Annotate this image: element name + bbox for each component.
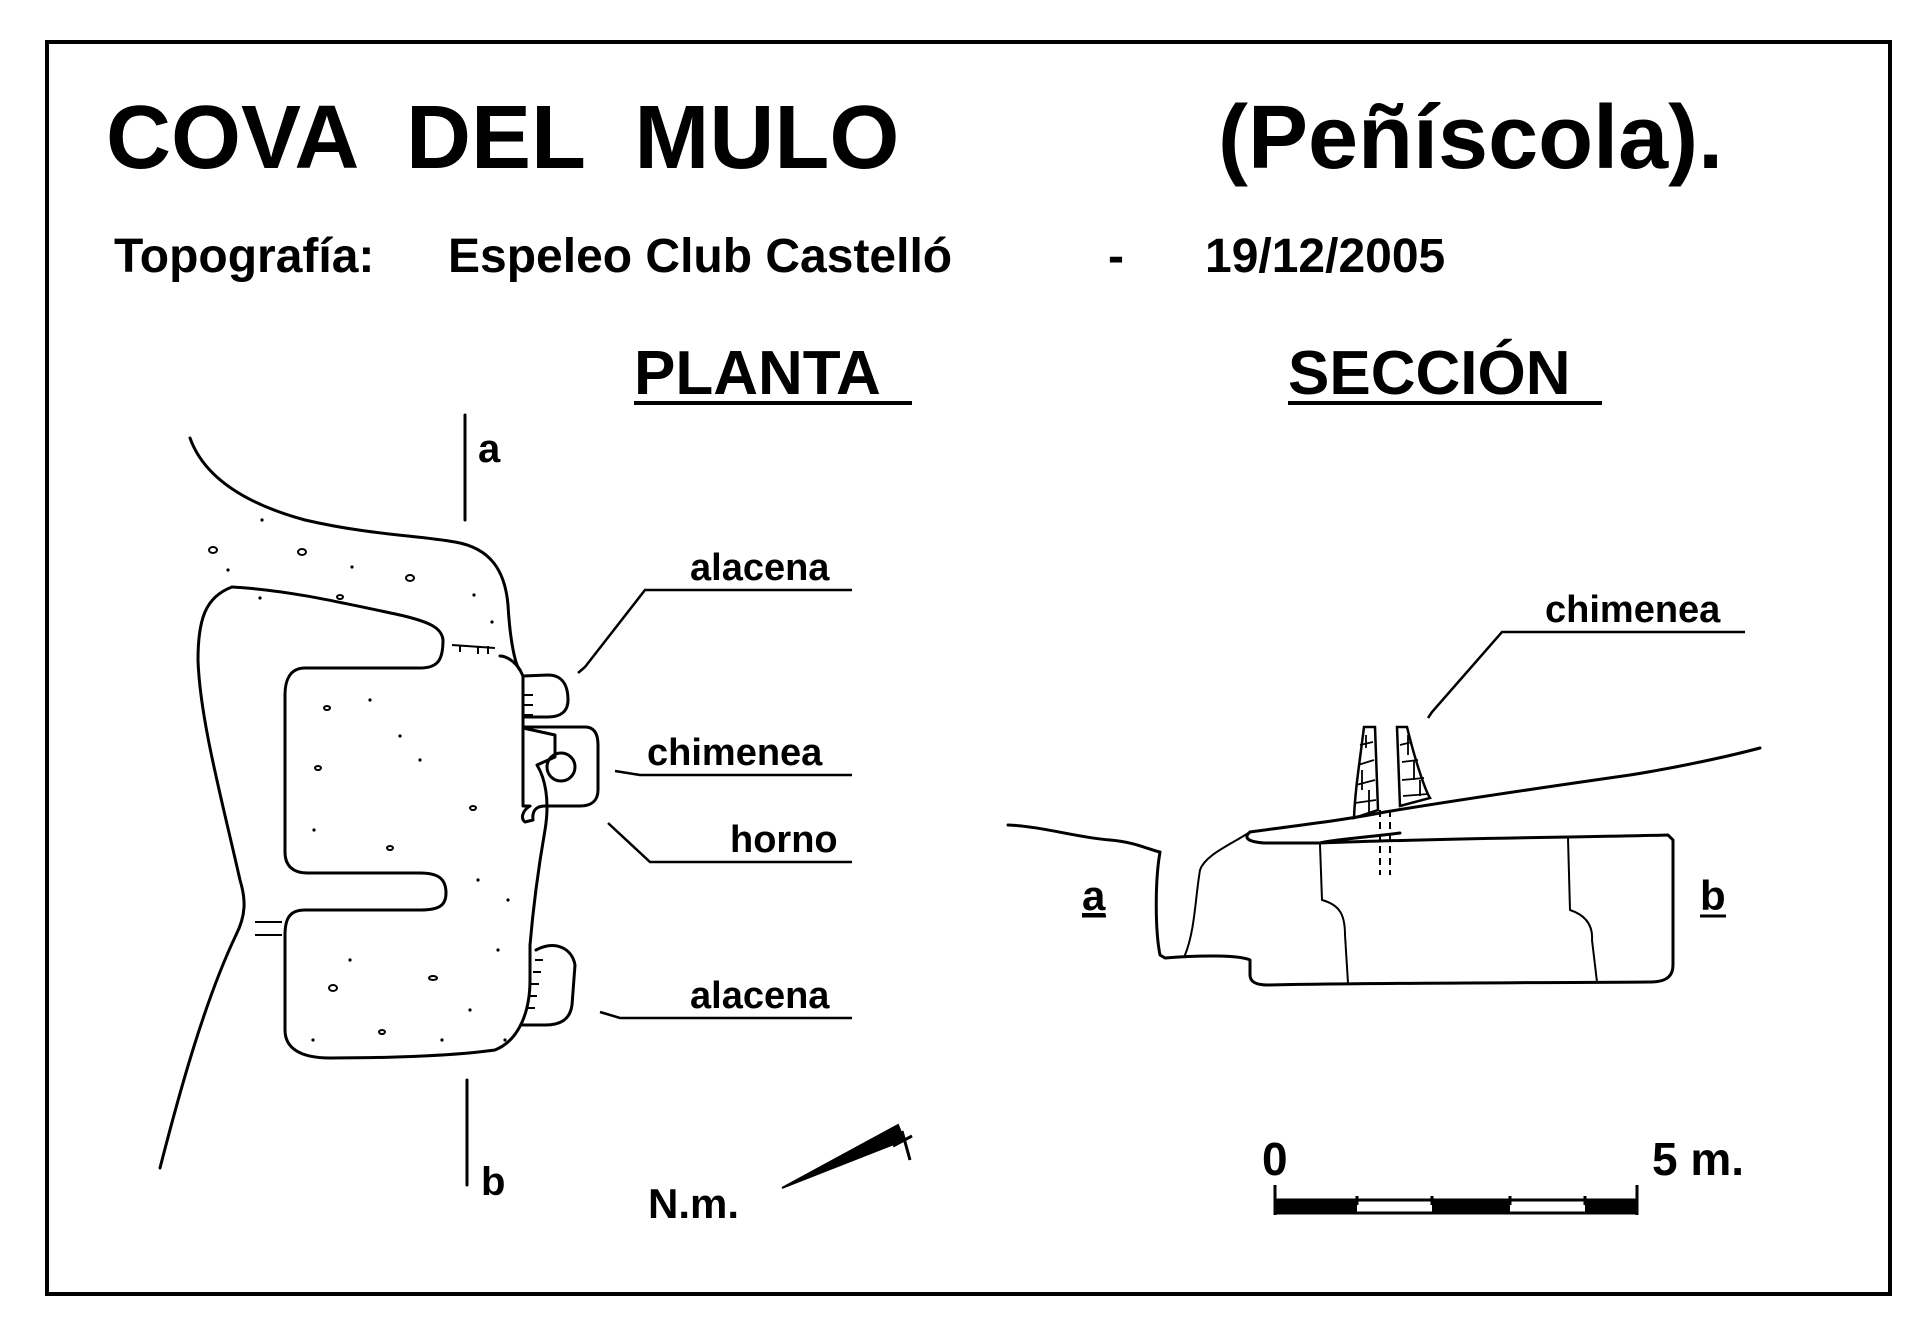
ground-left xyxy=(1006,823,1162,854)
section-chimney xyxy=(1352,725,1432,875)
chimenea-hole xyxy=(545,751,577,783)
fracture-line xyxy=(1319,844,1349,984)
west-wall xyxy=(158,585,246,1170)
north-label: N.m. xyxy=(648,1180,739,1227)
plan-cut-label-a: a xyxy=(478,427,501,471)
plan-dots xyxy=(226,518,510,1042)
plan-drawing xyxy=(158,413,600,1187)
north-arrow-icon xyxy=(781,1123,906,1189)
section-heading: SECCIÓN xyxy=(1288,339,1570,408)
label-chimenea-section: chimenea xyxy=(1545,589,1721,631)
cave-outline xyxy=(230,585,557,1060)
alacena-top-niche xyxy=(521,673,570,719)
leader-chimenea-plan xyxy=(614,769,852,777)
debris xyxy=(378,1029,386,1035)
horno-block xyxy=(521,725,600,824)
debris xyxy=(386,845,394,851)
debris xyxy=(328,984,338,992)
leader-horno xyxy=(607,822,852,864)
scale-segment xyxy=(1432,1200,1510,1213)
fracture-line xyxy=(1184,831,1251,956)
debris xyxy=(297,548,307,556)
survey-author: Espeleo Club Castelló xyxy=(448,230,952,283)
scale-ticks xyxy=(1273,1185,1639,1215)
section-outline xyxy=(1154,830,1675,987)
section-label-b: b xyxy=(1700,872,1726,919)
debris xyxy=(405,574,415,582)
section-label-a: a xyxy=(1082,872,1106,919)
debris xyxy=(336,594,344,600)
chimney-wall-right xyxy=(1395,725,1432,808)
survey-date: 19/12/2005 xyxy=(1205,230,1445,283)
scale-label-start: 0 xyxy=(1262,1133,1288,1185)
survey-dash: - xyxy=(1108,230,1124,283)
step-marks-top xyxy=(451,644,496,654)
plan-heading: PLANTA xyxy=(634,339,881,408)
outer-rock-line xyxy=(188,436,522,672)
north-arrow-tick xyxy=(892,1134,913,1148)
chimney-masonry xyxy=(1354,735,1429,812)
survey-prefix: Topografía: xyxy=(114,230,374,283)
label-chimenea-plan: chimenea xyxy=(647,732,823,774)
fracture-line xyxy=(1567,837,1598,983)
debris xyxy=(208,546,218,554)
plan-cut-label-b: b xyxy=(481,1160,505,1204)
label-alacena-bottom: alacena xyxy=(690,975,830,1017)
scale-label-end: 5 m. xyxy=(1652,1133,1744,1185)
scale-segment xyxy=(1585,1200,1637,1213)
leader-alacena-top xyxy=(577,588,852,674)
section-drawing xyxy=(1006,746,1762,987)
step-marks-west xyxy=(255,921,282,936)
ground-right xyxy=(1248,746,1762,834)
label-alacena-top: alacena xyxy=(690,547,830,589)
north-arrow xyxy=(781,1123,913,1189)
chimney-shaft xyxy=(1379,810,1391,875)
plan-details xyxy=(208,546,543,1035)
plan-leader-lines xyxy=(577,588,852,1020)
north-arrow-crossbar xyxy=(900,1130,912,1161)
sheet-frame xyxy=(45,40,1892,1296)
debris xyxy=(314,765,322,771)
wall-ticks xyxy=(523,694,543,1009)
alacena-bottom-niche xyxy=(520,944,577,1027)
chimney-wall-left xyxy=(1352,725,1380,820)
cave-location: (Peñíscola). xyxy=(1218,88,1723,188)
debris xyxy=(323,705,331,711)
label-horno: horno xyxy=(730,819,838,861)
leader-chimenea-section xyxy=(1426,630,1745,719)
leader-alacena-bottom xyxy=(599,1010,852,1020)
debris xyxy=(469,805,477,811)
cave-title: COVA DEL MULO xyxy=(106,88,899,188)
scale-segment xyxy=(1275,1200,1357,1213)
debris xyxy=(428,975,438,981)
scale-bar xyxy=(1273,1185,1639,1215)
